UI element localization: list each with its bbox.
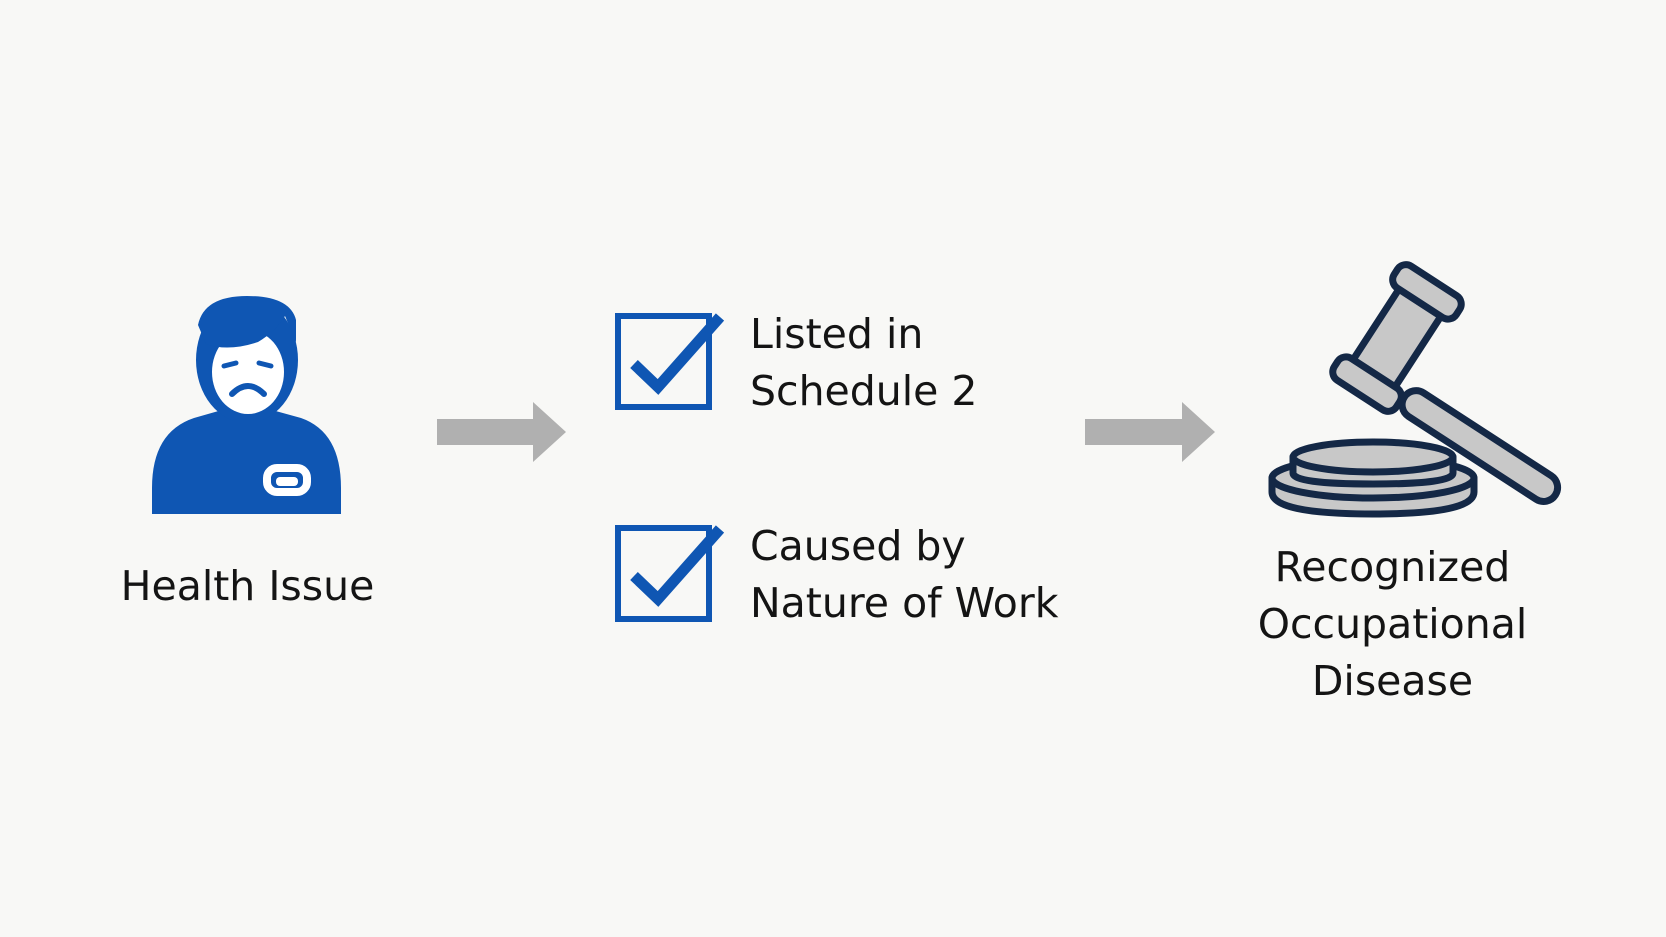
criterion-caused-line1: Caused by xyxy=(750,522,966,570)
arrow-right-icon xyxy=(1085,402,1215,462)
result-line2: Occupational xyxy=(1257,600,1528,648)
criterion-listed-label: Listed in Schedule 2 xyxy=(750,306,978,420)
result-label: Recognized Occupational Disease xyxy=(1225,539,1560,710)
result-line3: Disease xyxy=(1311,657,1474,705)
result-line1: Recognized xyxy=(1274,543,1511,591)
criterion-listed-line2: Schedule 2 xyxy=(750,367,978,415)
gavel-icon xyxy=(1268,261,1562,518)
criterion-caused-label: Caused by Nature of Work xyxy=(750,518,1058,632)
criterion-caused-line2: Nature of Work xyxy=(750,579,1059,627)
health-issue-label: Health Issue xyxy=(120,562,375,610)
checkbox-checked-icon xyxy=(615,313,725,410)
checkbox-checked-icon xyxy=(615,525,725,622)
sick-person-icon xyxy=(152,296,341,514)
criterion-listed-line1: Listed in xyxy=(750,310,924,358)
arrow-right-icon xyxy=(437,402,566,462)
